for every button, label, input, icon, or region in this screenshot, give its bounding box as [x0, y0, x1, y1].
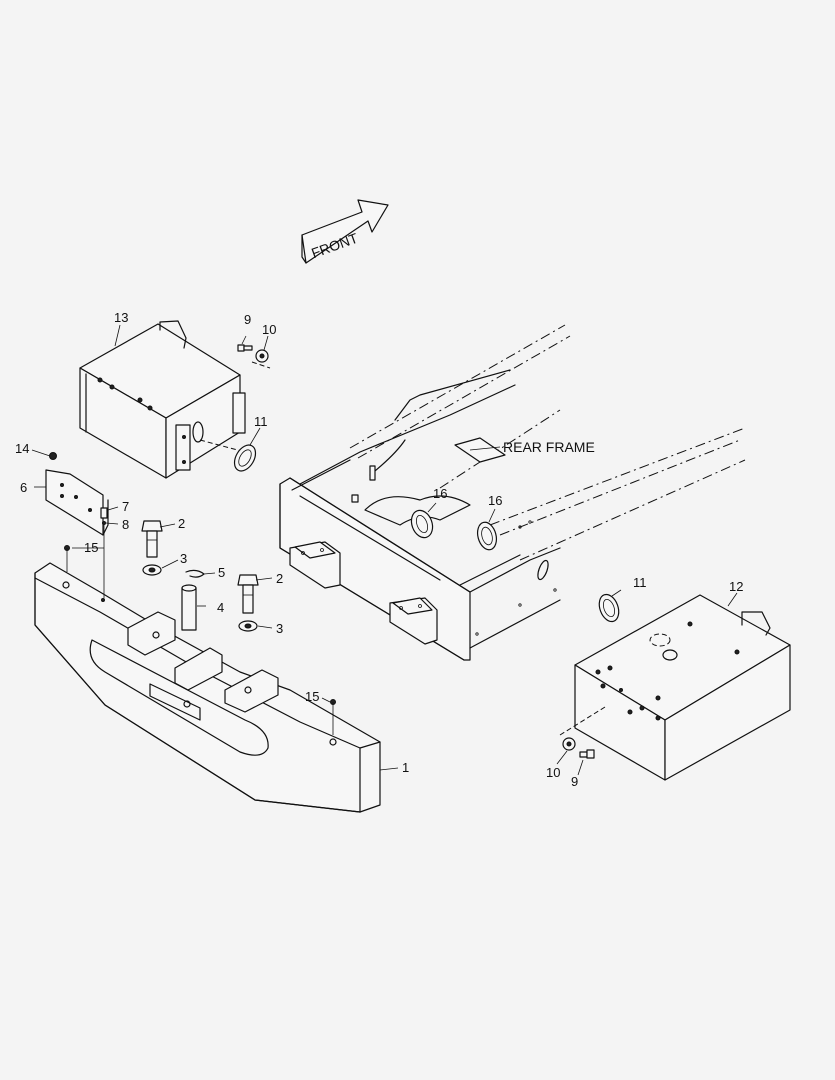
callout-16a: 16	[433, 486, 447, 501]
rear-frame-label: REAR FRAME	[503, 439, 595, 455]
grommet-11-left	[233, 444, 257, 472]
callout-9a: 9	[244, 312, 251, 327]
bolt-7-8	[100, 507, 108, 598]
callout-3a: 3	[180, 551, 187, 566]
stud-15-right	[330, 699, 336, 735]
callout-2b: 2	[276, 571, 283, 586]
callout-13: 13	[114, 310, 128, 325]
bracket	[45, 469, 109, 536]
grommet-16-left	[410, 509, 434, 539]
front-direction-arrow: FRONT	[301, 199, 389, 264]
bolt-9-lower	[579, 749, 595, 759]
counterweight	[34, 562, 381, 813]
bolt-2-right	[237, 574, 259, 614]
frame-mount-block-left	[289, 541, 341, 589]
callout-11b: 11	[633, 575, 647, 590]
callout-8: 8	[122, 517, 129, 532]
callout-9b: 9	[571, 774, 578, 789]
callout-12: 12	[729, 579, 743, 594]
grommet-11-right	[598, 593, 620, 623]
clip-5	[185, 569, 205, 578]
callout-16b: 16	[488, 493, 502, 508]
nut-14	[49, 452, 57, 460]
pin-4	[181, 584, 197, 631]
frame-mount-block-right	[389, 597, 438, 645]
callout-2a: 2	[178, 516, 185, 531]
callout-11a: 11	[254, 414, 268, 429]
leader-lines	[31, 324, 738, 776]
callout-15b: 15	[305, 689, 319, 704]
callout-3b: 3	[276, 621, 283, 636]
callout-15a: 15	[84, 540, 98, 555]
callout-7: 7	[122, 499, 129, 514]
callout-10a: 10	[262, 322, 276, 337]
callout-6: 6	[20, 480, 27, 495]
callout-numbers: 1 2 2 3 3 4 5 6 7 8 9 10 11 13 14 15 15 …	[15, 310, 743, 789]
battery-box-left	[79, 320, 271, 479]
bolt-2-left	[141, 520, 163, 558]
callout-14: 14	[15, 441, 29, 456]
callout-4: 4	[217, 600, 224, 615]
bolt-9-upper	[237, 344, 253, 352]
callout-5: 5	[218, 565, 225, 580]
rear-frame: REAR FRAME	[279, 324, 746, 661]
callout-10b: 10	[546, 765, 560, 780]
battery-box-right	[559, 594, 791, 781]
grommet-16-right	[476, 521, 498, 551]
callout-1: 1	[402, 760, 409, 775]
stud-15-left	[64, 545, 70, 572]
